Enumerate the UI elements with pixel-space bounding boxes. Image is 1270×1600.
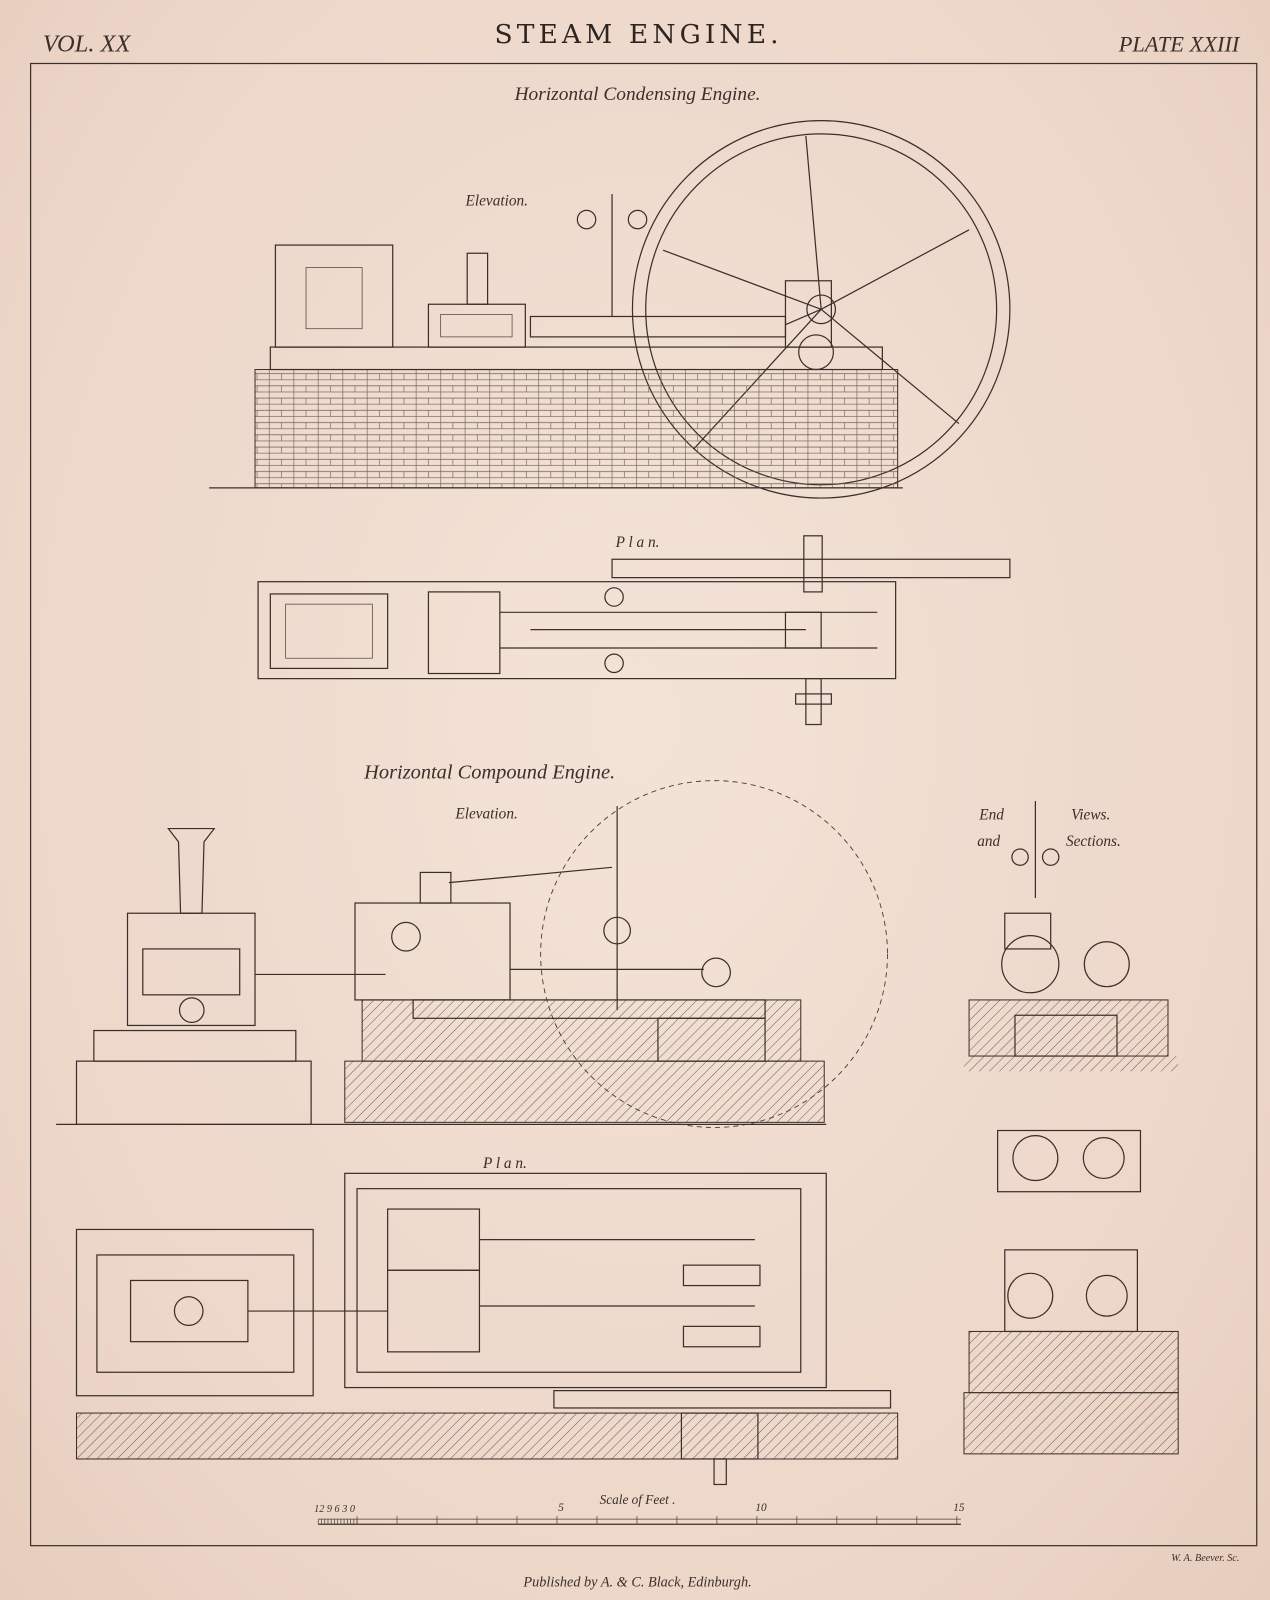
end-views-label-views: Views. [1071, 806, 1110, 823]
end-views-label-and: and [977, 833, 1000, 850]
condensing-engine-plan [257, 535, 1011, 726]
scale-tick-15: 15 [953, 1502, 965, 1514]
condensing-engine-elevation [209, 120, 1011, 499]
plate-number: PLATE XXIII [1118, 31, 1241, 56]
plate-title: STEAM ENGINE. [494, 19, 782, 50]
condensing-elevation-label: Elevation. [465, 192, 528, 209]
scale-of-feet: Scale of Feet . 12 9 6 3 0 5 10 15 [314, 1492, 965, 1525]
compound-engine-plan [75, 1172, 899, 1486]
plate-border [29, 62, 1258, 1547]
publisher-line: Published by A. & C. Black, Edinburgh. [522, 1574, 751, 1590]
scale-tick-5: 5 [558, 1502, 564, 1514]
volume-label: VOL. XX [43, 30, 132, 57]
scale-inches-label: 12 9 6 3 0 [314, 1504, 355, 1515]
scale-tick-10: 10 [755, 1502, 767, 1514]
scale-title: Scale of Feet . [600, 1492, 676, 1507]
end-views-label-sections: Sections. [1066, 833, 1121, 850]
condensing-engine-heading: Horizontal Condensing Engine. [514, 84, 761, 105]
compound-plan-label: P l a n. [482, 1155, 527, 1172]
compound-engine-elevation [56, 780, 888, 1128]
end-views-label-end: End [978, 806, 1004, 823]
condensing-plan-label: P l a n. [615, 534, 660, 551]
compound-elevation-label: Elevation. [454, 805, 517, 822]
end-views-and-sections: End Views. and Sections. [963, 801, 1179, 1455]
compound-engine-heading: Horizontal Compound Engine. [363, 762, 615, 784]
engraver-signature: W. A. Beever. Sc. [1171, 1553, 1239, 1564]
